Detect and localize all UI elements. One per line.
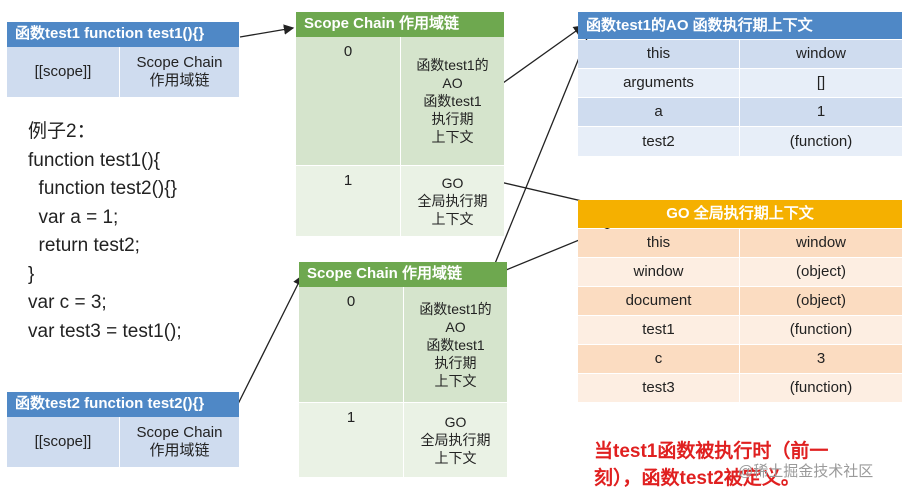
code-title: 例子2： — [28, 121, 96, 142]
test1-header: 函数test1 function test1(){} — [7, 22, 239, 47]
scope-chain-value-0: 函数test1的 AO 函数test1 执行期 上下文 — [404, 287, 507, 402]
test2-scope-label: [[scope]] — [7, 417, 119, 467]
scope-chain-value-1: GO 全局执行期 上下文 — [404, 403, 507, 477]
watermark: @稀土掘金技术社区 — [738, 463, 874, 480]
code-line: var a = 1; — [28, 206, 119, 228]
go-value-test3: (function) — [740, 374, 902, 402]
test1-function-box: 函数test1 function test1(){} [[scope]] Sco… — [7, 22, 239, 97]
go-key-this: this — [578, 229, 739, 257]
test2-header: 函数test2 function test2(){} — [7, 392, 239, 417]
ao-table-header: 函数test1的AO 函数执行期上下文 — [578, 12, 902, 39]
go-key-test1: test1 — [578, 316, 739, 344]
scope-chain-index-1: 1 — [296, 166, 400, 236]
arrow-test1-to-scopechain — [239, 24, 295, 38]
code-line: var test3 = test1(); — [28, 320, 182, 342]
test2-function-box: 函数test2 function test2(){} [[scope]] Sco… — [7, 392, 239, 467]
go-value-c: 3 — [740, 345, 902, 373]
scope-chain-value-1: GO 全局执行期 上下文 — [401, 166, 504, 236]
ao-value-a: 1 — [740, 98, 902, 126]
arrow-test2-to-scopechain — [237, 274, 303, 405]
scope-chain-test1: Scope Chain 作用域链 0 函数test1的 AO 函数test1 执… — [296, 12, 504, 236]
go-table: GO 全局执行期上下文 this window window (object) … — [578, 200, 902, 402]
ao-key-test2: test2 — [578, 127, 739, 156]
scope-chain-test2-header: Scope Chain 作用域链 — [299, 262, 507, 287]
ao-value-test2: (function) — [740, 127, 902, 156]
arrow-ao-ref-top — [495, 25, 585, 89]
arrow-ao-ref-bottom — [493, 24, 594, 267]
test1-scope-label: [[scope]] — [7, 47, 119, 97]
code-line: return test2; — [28, 235, 140, 256]
go-key-window: window — [578, 258, 739, 286]
test1-scope-value: Scope Chain 作用域链 — [120, 47, 239, 97]
go-key-c: c — [578, 345, 739, 373]
note-line-1: 当test1函数被执行时（前一 — [594, 441, 829, 462]
note-line-2: 刻），函数test2被定义。 — [594, 468, 800, 489]
scope-chain-index-1: 1 — [299, 403, 403, 477]
code-line: function test2(){} — [28, 178, 177, 199]
code-line: } — [28, 263, 35, 285]
ao-key-a: a — [578, 98, 739, 126]
go-key-document: document — [578, 287, 739, 315]
scope-chain-index-0: 0 — [296, 37, 400, 165]
go-value-test1: (function) — [740, 316, 902, 344]
go-value-this: window — [740, 229, 902, 257]
explanation-note: 当test1函数被执行时（前一 刻），函数test2被定义。 — [594, 438, 906, 492]
go-value-document: (object) — [740, 287, 902, 315]
code-line: function test1(){ — [28, 149, 161, 171]
test2-scope-value: Scope Chain 作用域链 — [120, 417, 239, 467]
code-line: var c = 3; — [28, 292, 107, 313]
ao-value-arguments: [] — [740, 69, 902, 97]
go-table-header: GO 全局执行期上下文 — [578, 200, 902, 228]
ao-key-this: this — [578, 40, 739, 68]
go-value-window: (object) — [740, 258, 902, 286]
ao-key-arguments: arguments — [578, 69, 739, 97]
code-example: 例子2： function test1(){ function test2(){… — [28, 118, 182, 346]
scope-chain-test1-header: Scope Chain 作用域链 — [296, 12, 504, 37]
test1-ao-table: 函数test1的AO 函数执行期上下文 this window argument… — [578, 12, 902, 156]
scope-chain-value-0: 函数test1的 AO 函数test1 执行期 上下文 — [401, 37, 504, 165]
scope-chain-index-0: 0 — [299, 287, 403, 402]
scope-chain-test2: Scope Chain 作用域链 0 函数test1的 AO 函数test1 执… — [299, 262, 507, 477]
ao-value-this: window — [740, 40, 902, 68]
go-key-test3: test3 — [578, 374, 739, 402]
